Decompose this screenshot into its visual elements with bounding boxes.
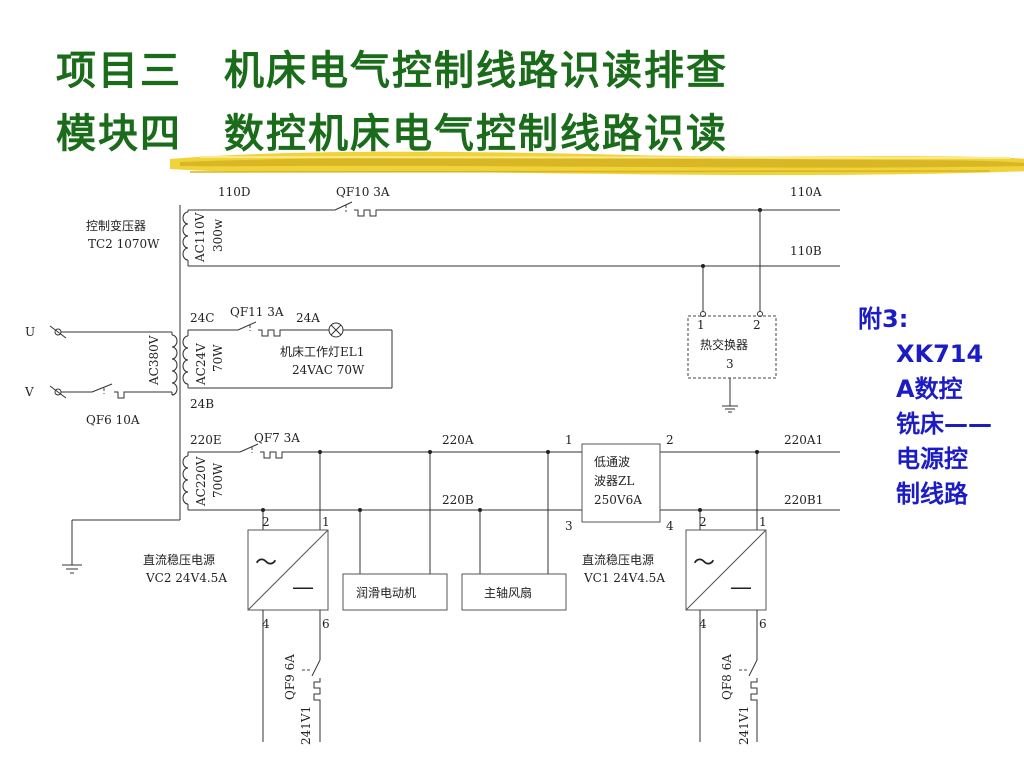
node-110d: 110D: [218, 185, 251, 199]
spindle-fan-label: 主轴风扇: [484, 585, 532, 600]
node-220b: 220B: [442, 493, 474, 507]
vc2-pin2: 2: [262, 515, 270, 529]
hx-pin2: 2: [753, 318, 761, 332]
node-220a1: 220A1: [784, 433, 823, 447]
page-title-line1: 项目三 机床电气控制线路识读排查: [56, 47, 728, 94]
circuit-220v: [187, 443, 840, 574]
vc1-dc-symbol: —: [730, 575, 752, 600]
vc2-spec: VC2 24V4.5A: [145, 571, 227, 585]
label-ac380v: AC380V: [147, 335, 161, 386]
brush-stroke-divider: [170, 151, 1024, 175]
filter-label1: 低通波: [594, 455, 630, 469]
side-caption-line4: 铣床——: [896, 410, 992, 438]
filter-pin1: 1: [565, 433, 573, 447]
label-700w: 700W: [211, 462, 225, 498]
side-caption-line2: XK714: [896, 340, 984, 368]
circuit-110v: [187, 201, 840, 312]
transformer-tc2: [62, 205, 189, 574]
vc2-pin6: 6: [322, 617, 330, 631]
node-24c: 24C: [190, 311, 214, 325]
side-caption: 附3: XK714 A数控 铣床—— 电源控 制线路: [858, 302, 992, 512]
lamp-spec: 24VAC 70W: [292, 363, 365, 377]
qf9-label: QF9 6A: [283, 654, 297, 700]
qf11-switch-icon: [237, 321, 257, 331]
vc2-dc-symbol: —: [292, 575, 314, 600]
qf7-switch-icon: [239, 443, 259, 453]
vc1-pin1: 1: [759, 515, 767, 529]
vc2-name: 直流稳压电源: [143, 552, 215, 567]
qf8-switch-icon: [748, 659, 758, 677]
node-110a: 110A: [790, 185, 822, 199]
qf7-label: QF7 3A: [254, 431, 300, 445]
dc-supply-vc1: [685, 529, 767, 742]
hx-pin3: 3: [726, 357, 734, 371]
coil-220v-icon: [182, 455, 189, 505]
circuit-24v: [187, 321, 393, 389]
vc1-pin2: 2: [699, 515, 707, 529]
qf9-switch-icon: [311, 659, 321, 677]
label-ac220v: AC220V: [194, 456, 208, 507]
node-24b: 24B: [190, 397, 214, 411]
side-caption-line3: A数控: [896, 375, 963, 403]
vc1-pin6: 6: [759, 617, 767, 631]
coil-110v-icon: [182, 211, 189, 261]
dc-supply-vc2: [247, 529, 329, 742]
node-220e: 220E: [190, 433, 222, 447]
lowpass-filter-box: [581, 443, 661, 523]
lube-motor-box: [342, 573, 448, 611]
node-220b1: 220B1: [784, 493, 823, 507]
qf8-label: QF8 6A: [720, 654, 734, 700]
terminal-u-label: U: [25, 325, 35, 339]
node-220a: 220A: [442, 433, 474, 447]
input-supply: [49, 325, 173, 399]
qf11-label: QF11 3A: [230, 305, 284, 319]
tc2-name: 控制变压器: [86, 218, 146, 233]
label-70w: 70W: [211, 344, 225, 372]
vc2-ac-symbol: ～: [255, 551, 277, 576]
side-caption-line5: 电源控: [896, 445, 968, 473]
vc1-ac-symbol: ～: [693, 551, 715, 576]
hx-pin1: 1: [697, 318, 705, 332]
qf10-label: QF10 3A: [336, 185, 390, 199]
node-24a: 24A: [296, 311, 320, 325]
filter-pin4: 4: [666, 519, 674, 533]
primary-coil-icon: [171, 334, 178, 396]
tc2-spec: TC2 1070W: [88, 237, 160, 251]
side-caption-line1: 附3:: [858, 305, 909, 333]
vc1-pin4: 4: [699, 617, 707, 631]
heat-exchanger: [687, 311, 777, 413]
vc2-pin4: 4: [262, 617, 270, 631]
terminal-v-label: V: [24, 385, 34, 399]
side-caption-line6: 制线路: [896, 480, 968, 508]
coil-24v-icon: [182, 335, 189, 385]
vc1-name: 直流稳压电源: [582, 552, 654, 567]
qf10-switch-icon: [334, 201, 353, 211]
node-241v1-a: 241V1: [299, 706, 313, 745]
filter-pin2: 2: [666, 433, 674, 447]
label-300w: 300w: [211, 218, 225, 252]
node-241v1-b: 241V1: [737, 706, 751, 745]
spindle-fan-box: [461, 573, 567, 611]
label-ac110v: AC110V: [193, 212, 207, 263]
hx-name: 热交换器: [700, 337, 748, 352]
filter-pin3: 3: [565, 519, 573, 533]
lube-motor-label: 润滑电动机: [356, 586, 416, 600]
filter-label2: 波器ZL: [594, 474, 634, 488]
qf6-switch-icon: [91, 383, 113, 393]
lamp-name: 机床工作灯EL1: [280, 345, 364, 359]
qf6-label: QF6 10A: [86, 413, 140, 427]
page-title-line2: 模块四 数控机床电气控制线路识读: [56, 110, 728, 157]
label-ac24v: AC24V: [194, 343, 208, 386]
vc2-pin1: 1: [322, 515, 330, 529]
vc1-spec: VC1 24V4.5A: [583, 571, 665, 585]
filter-label3: 250V6A: [594, 493, 642, 507]
node-110b: 110B: [790, 244, 822, 258]
